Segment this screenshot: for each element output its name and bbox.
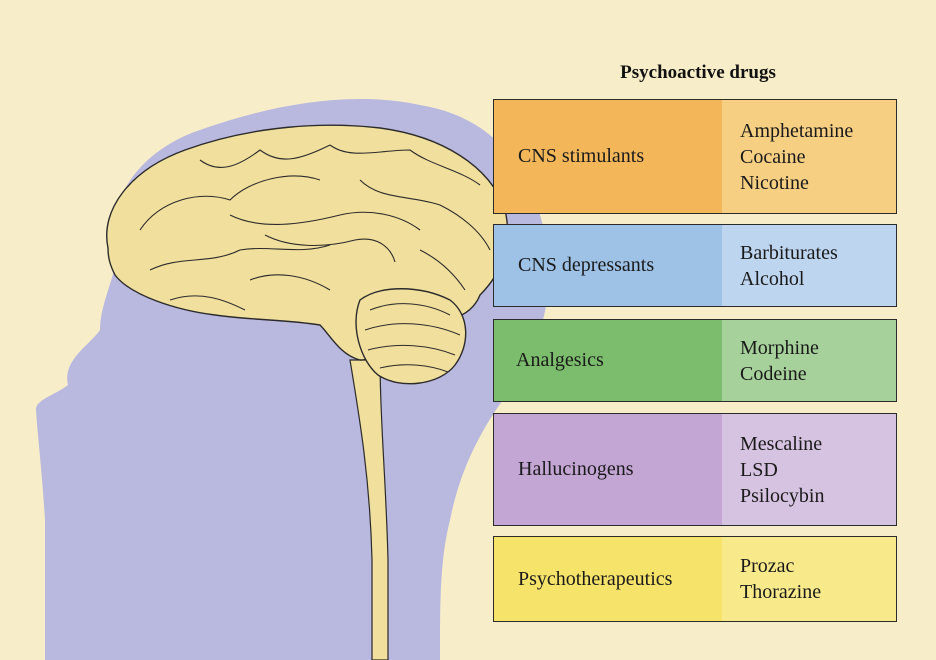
drug-list: Mescaline LSD Psilocybin bbox=[722, 414, 896, 525]
category-label: CNS depressants bbox=[494, 225, 722, 306]
cerebellum-folds bbox=[364, 303, 461, 373]
category-label: Psychotherapeutics bbox=[494, 537, 722, 621]
category-label: Analgesics bbox=[494, 320, 722, 401]
drug-item: Cocaine bbox=[740, 145, 806, 168]
spinal-cord bbox=[349, 359, 389, 660]
drug-item: Codeine bbox=[740, 362, 807, 385]
category-label: Hallucinogens bbox=[494, 414, 722, 525]
drug-list: Prozac Thorazine bbox=[722, 537, 896, 621]
drug-item: Nicotine bbox=[740, 171, 809, 194]
cerebellum bbox=[355, 288, 467, 385]
drug-item: Psilocybin bbox=[740, 484, 825, 507]
category-row-psychotherapeutics: Psychotherapeutics Prozac Thorazine bbox=[493, 536, 897, 622]
drug-item: Prozac bbox=[740, 555, 795, 577]
drug-item: Alcohol bbox=[740, 267, 805, 290]
category-label: CNS stimulants bbox=[494, 100, 722, 213]
category-row-stimulants: CNS stimulants Amphetamine Cocaine Nicot… bbox=[493, 99, 897, 214]
drug-item: Morphine bbox=[740, 336, 819, 359]
drug-item: Barbiturates bbox=[740, 241, 838, 264]
drug-list: Morphine Codeine bbox=[722, 320, 896, 401]
diagram-title: Psychoactive drugs bbox=[620, 62, 776, 83]
drug-item: Mescaline bbox=[740, 432, 823, 455]
category-row-analgesics: Analgesics Morphine Codeine bbox=[493, 319, 897, 402]
drug-list: Barbiturates Alcohol bbox=[722, 225, 896, 306]
drug-item: Amphetamine bbox=[740, 119, 854, 142]
drug-item: LSD bbox=[740, 458, 778, 481]
brain-folds bbox=[139, 144, 491, 311]
category-row-hallucinogens: Hallucinogens Mescaline LSD Psilocybin bbox=[493, 413, 897, 526]
drug-list: Amphetamine Cocaine Nicotine bbox=[722, 100, 896, 213]
drug-item: Thorazine bbox=[740, 581, 822, 603]
category-row-depressants: CNS depressants Barbiturates Alcohol bbox=[493, 224, 897, 307]
